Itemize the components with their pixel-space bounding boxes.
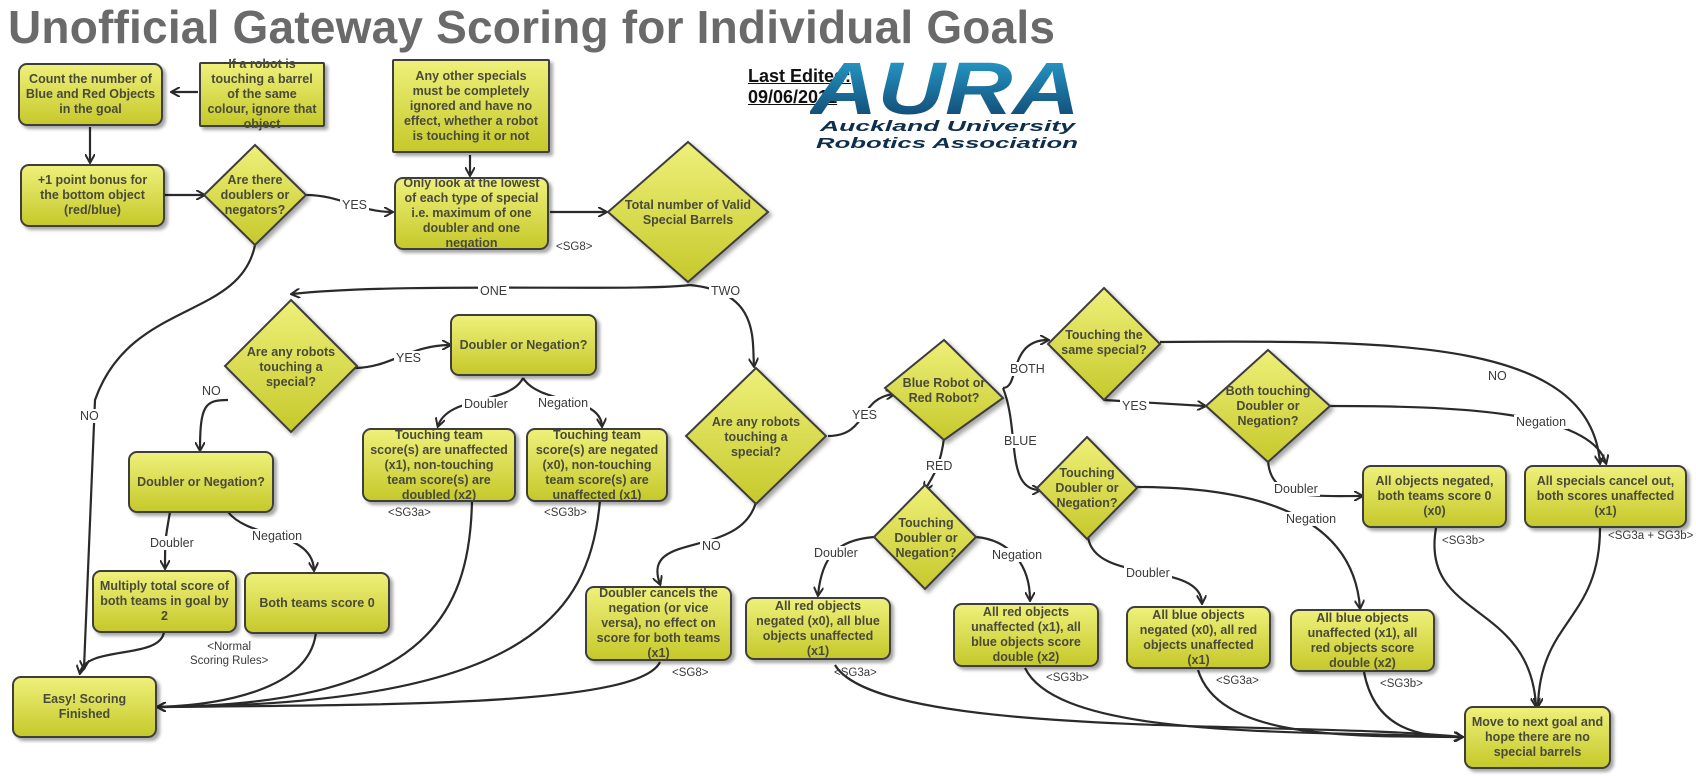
edge-touch2-no — [657, 501, 758, 584]
edge-redneg-next — [834, 664, 1462, 737]
node-dn-no: Doubler or Negation? — [128, 451, 274, 513]
logo-main: AURA — [810, 52, 1080, 130]
label-both: BOTH — [1008, 362, 1047, 376]
edge-one — [292, 283, 691, 294]
edge-bothdn-negation — [1329, 404, 1606, 463]
ref-sg8-a: <SG8> — [556, 241, 593, 253]
node-lowest-special: Only look at the lowest of each type of … — [394, 176, 549, 250]
label-no-1: NO — [78, 409, 101, 423]
node-count: Count the number of Blue and Red Objects… — [18, 63, 163, 126]
edge-bluedn-negation — [1135, 485, 1360, 608]
node-dn-yes: Doubler or Negation? — [450, 314, 597, 376]
label-yes-1: YES — [340, 198, 370, 212]
diamond-shapes — [202, 140, 1332, 591]
label-negation-4: Negation — [990, 548, 1045, 562]
node-ignore-barrel: If a robot is touching a barrel of the s… — [199, 57, 325, 131]
edge-color-blue — [1001, 387, 1040, 490]
label-yes-4: YES — [1120, 399, 1150, 413]
logo-line1: Auckland University — [818, 118, 1076, 135]
label-yes-3: YES — [850, 408, 880, 422]
label-doubler-3: Doubler — [1272, 482, 1320, 496]
label-no-4: NO — [1486, 369, 1509, 383]
edge-redunaff-next — [1024, 667, 1462, 737]
label-doubler-4: Doubler — [812, 546, 860, 560]
node-bonus: +1 point bonus for the bottom object (re… — [20, 164, 165, 227]
last-edited-label: Last Edited: — [748, 66, 852, 86]
diamond-q-touch-two — [684, 366, 828, 506]
edge-q-no-easy — [84, 244, 257, 668]
diamond-q-both-dn — [1204, 348, 1332, 464]
node-blue-unaff: All blue objects unaffected (x1), all re… — [1290, 609, 1435, 672]
label-negation-3: Negation — [1514, 415, 1569, 429]
label-negation-5: Negation — [1284, 512, 1339, 526]
node-easy: Easy! Scoring Finished — [12, 676, 157, 738]
node-cancel: Doubler cancels the negation (or vice ve… — [585, 586, 732, 661]
ref-sg3a-3: <SG3a> — [1216, 675, 1259, 687]
edge-blueneg-next — [1196, 669, 1462, 737]
label-doubler-1: Doubler — [462, 397, 510, 411]
label-negation-1: Negation — [536, 396, 591, 410]
node-red-unaff: All red objects unaffected (x1), all blu… — [953, 603, 1099, 667]
last-edited: Last Edited: 09/06/2011 — [748, 66, 851, 108]
ref-sg8-b: <SG8> — [672, 667, 709, 679]
edge-same-no — [1159, 340, 1600, 463]
label-two: TWO — [709, 284, 743, 298]
node-blue-neg: All blue objects negated (x0), all red o… — [1126, 606, 1271, 669]
label-blue: BLUE — [1002, 434, 1039, 448]
edge-doubled-easy — [158, 499, 474, 707]
ref-sg3b-3: <SG3b> — [1380, 678, 1423, 690]
diamond-q-total — [606, 140, 770, 284]
label-red: RED — [924, 459, 955, 473]
ref-normal: <Normal Scoring Rules> — [190, 641, 269, 667]
node-negated: Touching team score(s) are negated (x0),… — [526, 428, 668, 502]
edge-negated-easy — [158, 499, 602, 707]
ref-sg3a-1: <SG3a> — [388, 507, 431, 519]
page-title: Unofficial Gateway Scoring for Individua… — [8, 1, 1056, 53]
label-no-2: NO — [200, 384, 223, 398]
label-doubler-2: Doubler — [148, 536, 196, 550]
diamond-q-doublers — [202, 143, 308, 247]
node-next: Move to next goal and hope there are no … — [1464, 706, 1611, 769]
node-all-neg: All objects negated, both teams score 0 … — [1362, 465, 1507, 528]
node-red-neg: All red objects negated (x0), all blue o… — [745, 597, 891, 660]
node-zero: Both teams score 0 — [244, 572, 390, 634]
logo-line2: Robotics Association — [816, 135, 1078, 152]
diamond-q-blue-dn — [1035, 435, 1139, 541]
diamond-q-color — [883, 338, 1005, 442]
label-yes-2: YES — [394, 351, 424, 365]
diamond-q-red-dn — [872, 483, 978, 591]
diamond-q-touch-one — [223, 298, 359, 434]
label-one: ONE — [478, 284, 510, 298]
ref-sg3b-2: <SG3b> — [1046, 672, 1089, 684]
edge-cancel-easy — [158, 661, 661, 707]
edge-allcancel-next — [1538, 527, 1602, 706]
aura-logo: AURA Auckland University Robotics Associ… — [810, 52, 1080, 152]
node-multiply: Multiply total score of both teams in go… — [92, 570, 237, 633]
label-no-3: NO — [700, 539, 723, 553]
last-edited-date: 09/06/2011 — [748, 87, 838, 107]
node-all-cancel: All specials cancel out, both scores una… — [1524, 465, 1687, 528]
ref-sg3ab: <SG3a + SG3b> — [1608, 530, 1694, 542]
label-negation-2: Negation — [250, 529, 305, 543]
edge-blueunaff-next — [1362, 671, 1462, 737]
edge-multiply-easy — [80, 631, 166, 673]
edge-allneg-next — [1433, 527, 1536, 706]
ref-sg3b-4: <SG3b> — [1442, 535, 1485, 547]
node-doubled: Touching team score(s) are unaffected (x… — [362, 428, 516, 502]
ref-sg3a-2: <SG3a> — [834, 667, 877, 679]
ref-sg3b-1: <SG3b> — [544, 507, 587, 519]
label-doubler-5: Doubler — [1124, 566, 1172, 580]
node-other-specials: Any other specials must be completely ig… — [392, 59, 550, 153]
diamond-q-same — [1046, 286, 1162, 402]
edge-touch1-no — [200, 398, 229, 450]
edge-reddn-negation — [975, 535, 1030, 600]
